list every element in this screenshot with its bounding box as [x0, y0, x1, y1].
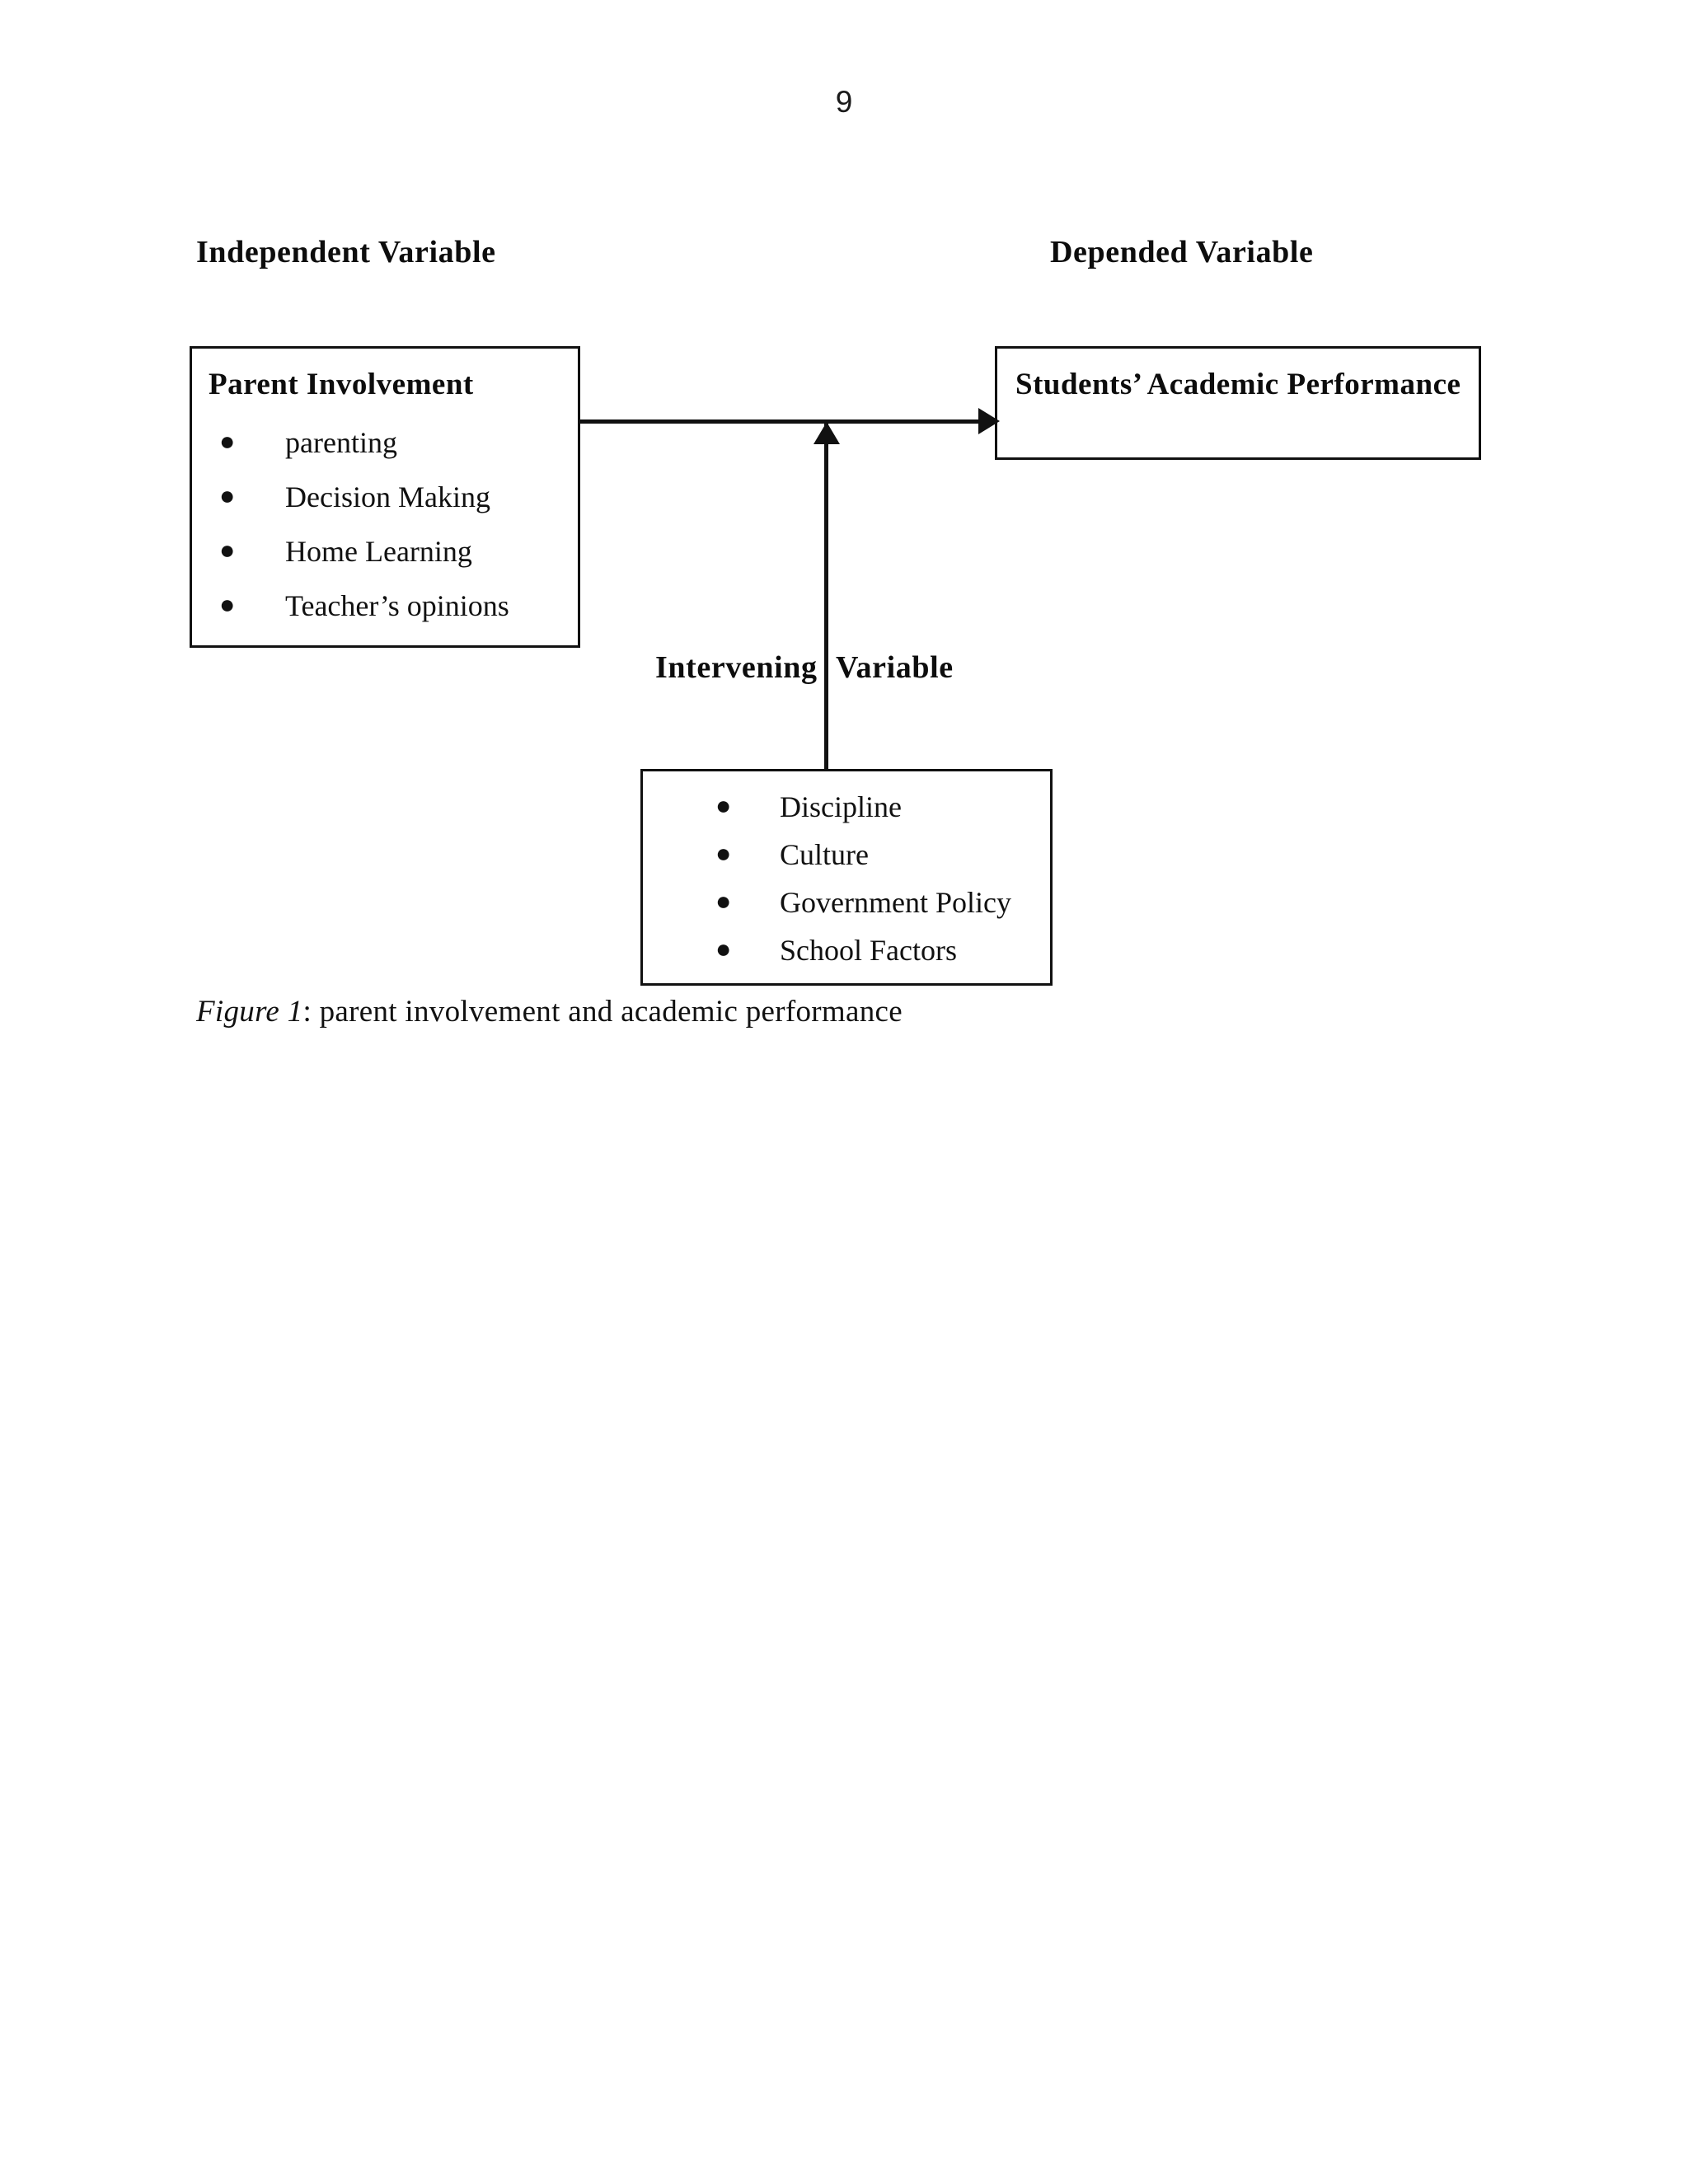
header-intervening-variable-word-1: Intervening: [655, 650, 818, 685]
intervening-box-list: ● Discipline ● Culture ● Government Poli…: [715, 792, 1011, 983]
header-depended-variable: Depended Variable: [1050, 235, 1314, 269]
bullet-icon: ●: [715, 934, 732, 963]
list-item-label: parenting: [285, 426, 397, 459]
header-intervening-variable-word-2: Variable: [836, 650, 954, 685]
independent-box-title: Parent Involvement: [209, 368, 474, 401]
figure-caption-text: : parent involvement and academic perfor…: [302, 995, 903, 1029]
figure-caption-label: Figure 1: [196, 995, 303, 1029]
list-item-label: School Factors: [780, 934, 957, 967]
dependent-box-title: Students’ Academic Performance: [1015, 368, 1461, 401]
figure-caption: Figure 1: parent involvement and academi…: [196, 994, 903, 1029]
list-item: ● parenting: [219, 428, 509, 482]
list-item-label: Government Policy: [780, 886, 1011, 919]
page-number: 9: [835, 85, 853, 119]
list-item-label: Culture: [780, 838, 869, 871]
list-item: ● Teacher’s opinions: [219, 591, 509, 645]
list-item-label: Home Learning: [285, 535, 472, 568]
list-item-label: Decision Making: [285, 480, 490, 513]
list-item-label: Discipline: [780, 790, 902, 823]
bullet-icon: ●: [715, 838, 732, 868]
list-item: ● Government Policy: [715, 888, 1011, 935]
list-item: ● Decision Making: [219, 482, 509, 537]
bullet-icon: ●: [219, 426, 236, 456]
list-item-label: Teacher’s opinions: [285, 589, 509, 622]
independent-variable-box: Parent Involvement ● parenting ● Decisio…: [190, 346, 580, 648]
bullet-icon: ●: [219, 589, 236, 619]
dependent-variable-box: Students’ Academic Performance: [995, 346, 1481, 460]
list-item: ● Culture: [715, 840, 1011, 888]
bullet-icon: ●: [715, 790, 732, 820]
arrow-independent-to-dependent-line: [579, 419, 992, 424]
list-item: ● Home Learning: [219, 537, 509, 591]
independent-box-list: ● parenting ● Decision Making ● Home Lea…: [219, 428, 509, 645]
arrow-intervening-to-path-line: [824, 422, 828, 769]
list-item: ● Discipline: [715, 792, 1011, 840]
intervening-variable-box: ● Discipline ● Culture ● Government Poli…: [640, 769, 1053, 986]
bullet-icon: ●: [715, 886, 732, 916]
bullet-icon: ●: [219, 535, 236, 565]
list-item: ● School Factors: [715, 935, 1011, 983]
header-independent-variable: Independent Variable: [196, 235, 496, 269]
arrowhead-up-icon: [814, 422, 840, 444]
bullet-icon: ●: [219, 480, 236, 510]
arrowhead-right-icon: [978, 408, 1000, 434]
